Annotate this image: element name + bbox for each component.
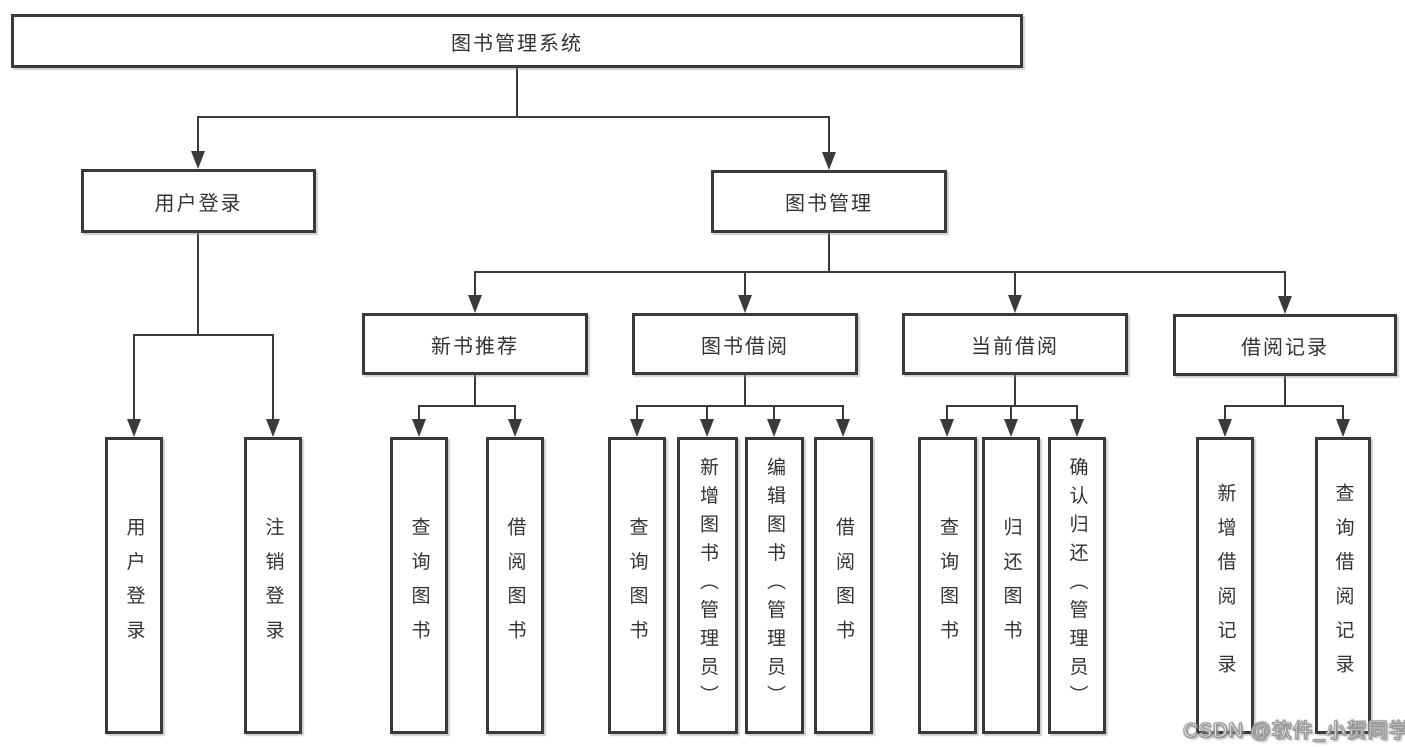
connector-line [133,335,135,421]
leaf-user-login: 用户登录 [105,437,163,734]
leaf-rec-query-books-label: 查询图书 [408,517,430,654]
connector-line [1284,375,1286,407]
leaf-br-add-record: 新增借阅记录 [1196,437,1254,734]
connector-line [946,406,948,421]
leaf-cb-confirm-return-admin: 确认归还（管理员） [1048,437,1106,734]
arrowhead-down [412,419,426,437]
leaf-bb-borrow-books: 借阅图书 [814,437,873,734]
node-user-login: 用户登录 [81,169,316,233]
connector-line [1010,406,1012,421]
watermark: CSDN @软件_小贺同学 [1183,720,1405,743]
connector-line [474,271,1286,273]
leaf-bb-edit-books-admin: 编辑图书（管理员） [745,437,804,734]
connector-line [197,117,199,153]
connector-line [828,117,830,154]
node-new-book-rec: 新书推荐 [362,313,588,375]
leaf-cb-confirm-return-admin-label: 确认归还（管理员） [1066,457,1088,714]
connector-line [1014,272,1016,297]
node-borrow-record: 借阅记录 [1173,314,1397,376]
node-borrow-record-label: 借阅记录 [1241,336,1329,359]
leaf-br-query-record: 查询借阅记录 [1315,437,1371,734]
arrowhead-down [1070,419,1084,437]
node-user-login-label: 用户登录 [154,192,243,215]
leaf-cb-return-books: 归还图书 [982,437,1040,734]
connector-line [1076,406,1078,421]
leaf-cb-query-books: 查询图书 [918,437,977,734]
connector-line [516,68,518,118]
node-root: 图书管理系统 [11,14,1023,68]
leaf-rec-query-books: 查询图书 [390,437,448,734]
leaf-br-add-record-label: 新增借阅记录 [1214,482,1236,689]
arrowhead-down [1278,296,1292,314]
leaf-cb-query-books-label: 查询图书 [937,517,958,654]
connector-line [197,233,199,336]
leaf-bb-add-books-admin-label: 新增图书（管理员） [697,457,718,714]
connector-line [133,334,274,336]
leaf-rec-borrow-books-label: 借阅图书 [504,517,526,654]
leaf-bb-borrow-books-label: 借阅图书 [833,517,854,654]
connector-line [946,405,1078,407]
connector-line [474,375,476,407]
connector-line [744,375,746,407]
leaf-logout-label: 注销登录 [262,517,284,654]
connector-line [272,335,274,421]
arrowhead-down [700,419,714,437]
arrowhead-down [191,151,205,169]
arrowhead-down [1218,419,1232,437]
leaf-bb-query-books-label: 查询图书 [626,517,648,654]
arrowhead-down [940,419,954,437]
connector-line [842,406,844,421]
connector-line [1224,405,1344,407]
node-book-borrow: 图书借阅 [632,313,858,375]
connector-line [1014,375,1016,407]
leaf-bb-query-books: 查询图书 [608,437,666,734]
leaf-rec-borrow-books: 借阅图书 [486,437,544,734]
connector-line [744,272,746,297]
connector-line [636,405,844,407]
node-current-borrow-label: 当前借阅 [971,335,1059,358]
arrowhead-down [508,419,522,437]
connector-line [773,406,775,421]
arrowhead-down [1336,419,1350,437]
arrowhead-down [266,419,280,437]
node-root-label: 图书管理系统 [451,32,583,55]
arrowhead-down [738,295,752,313]
leaf-cb-return-books-label: 归还图书 [1000,517,1022,654]
connector-line [636,406,638,421]
connector-line [706,406,708,421]
arrowhead-down [1004,419,1018,437]
connector-line [418,406,420,421]
connector-line [474,272,476,297]
arrowhead-down [836,419,850,437]
connector-line [1284,272,1286,298]
node-book-mgmt-label: 图书管理 [785,193,873,215]
arrowhead-down [1008,295,1022,313]
leaf-user-login-label: 用户登录 [123,517,145,654]
node-current-borrow: 当前借阅 [902,313,1128,375]
connector-line [514,406,516,421]
arrowhead-down [468,295,482,313]
connector-line [828,233,830,273]
leaf-br-query-record-label: 查询借阅记录 [1332,482,1354,689]
arrowhead-down [630,419,644,437]
arrowhead-down [822,152,836,170]
connector-line [197,116,830,118]
connector-line [1342,406,1344,421]
leaf-logout: 注销登录 [244,437,302,734]
node-book-mgmt: 图书管理 [711,170,947,233]
leaf-bb-add-books-admin: 新增图书（管理员） [677,437,738,734]
leaf-bb-edit-books-admin-label: 编辑图书（管理员） [764,457,785,714]
node-book-borrow-label: 图书借阅 [701,335,789,358]
arrowhead-down [127,419,141,437]
node-new-book-rec-label: 新书推荐 [431,335,519,358]
connector-line [418,405,516,407]
connector-line [1224,406,1226,421]
arrowhead-down [767,419,781,437]
